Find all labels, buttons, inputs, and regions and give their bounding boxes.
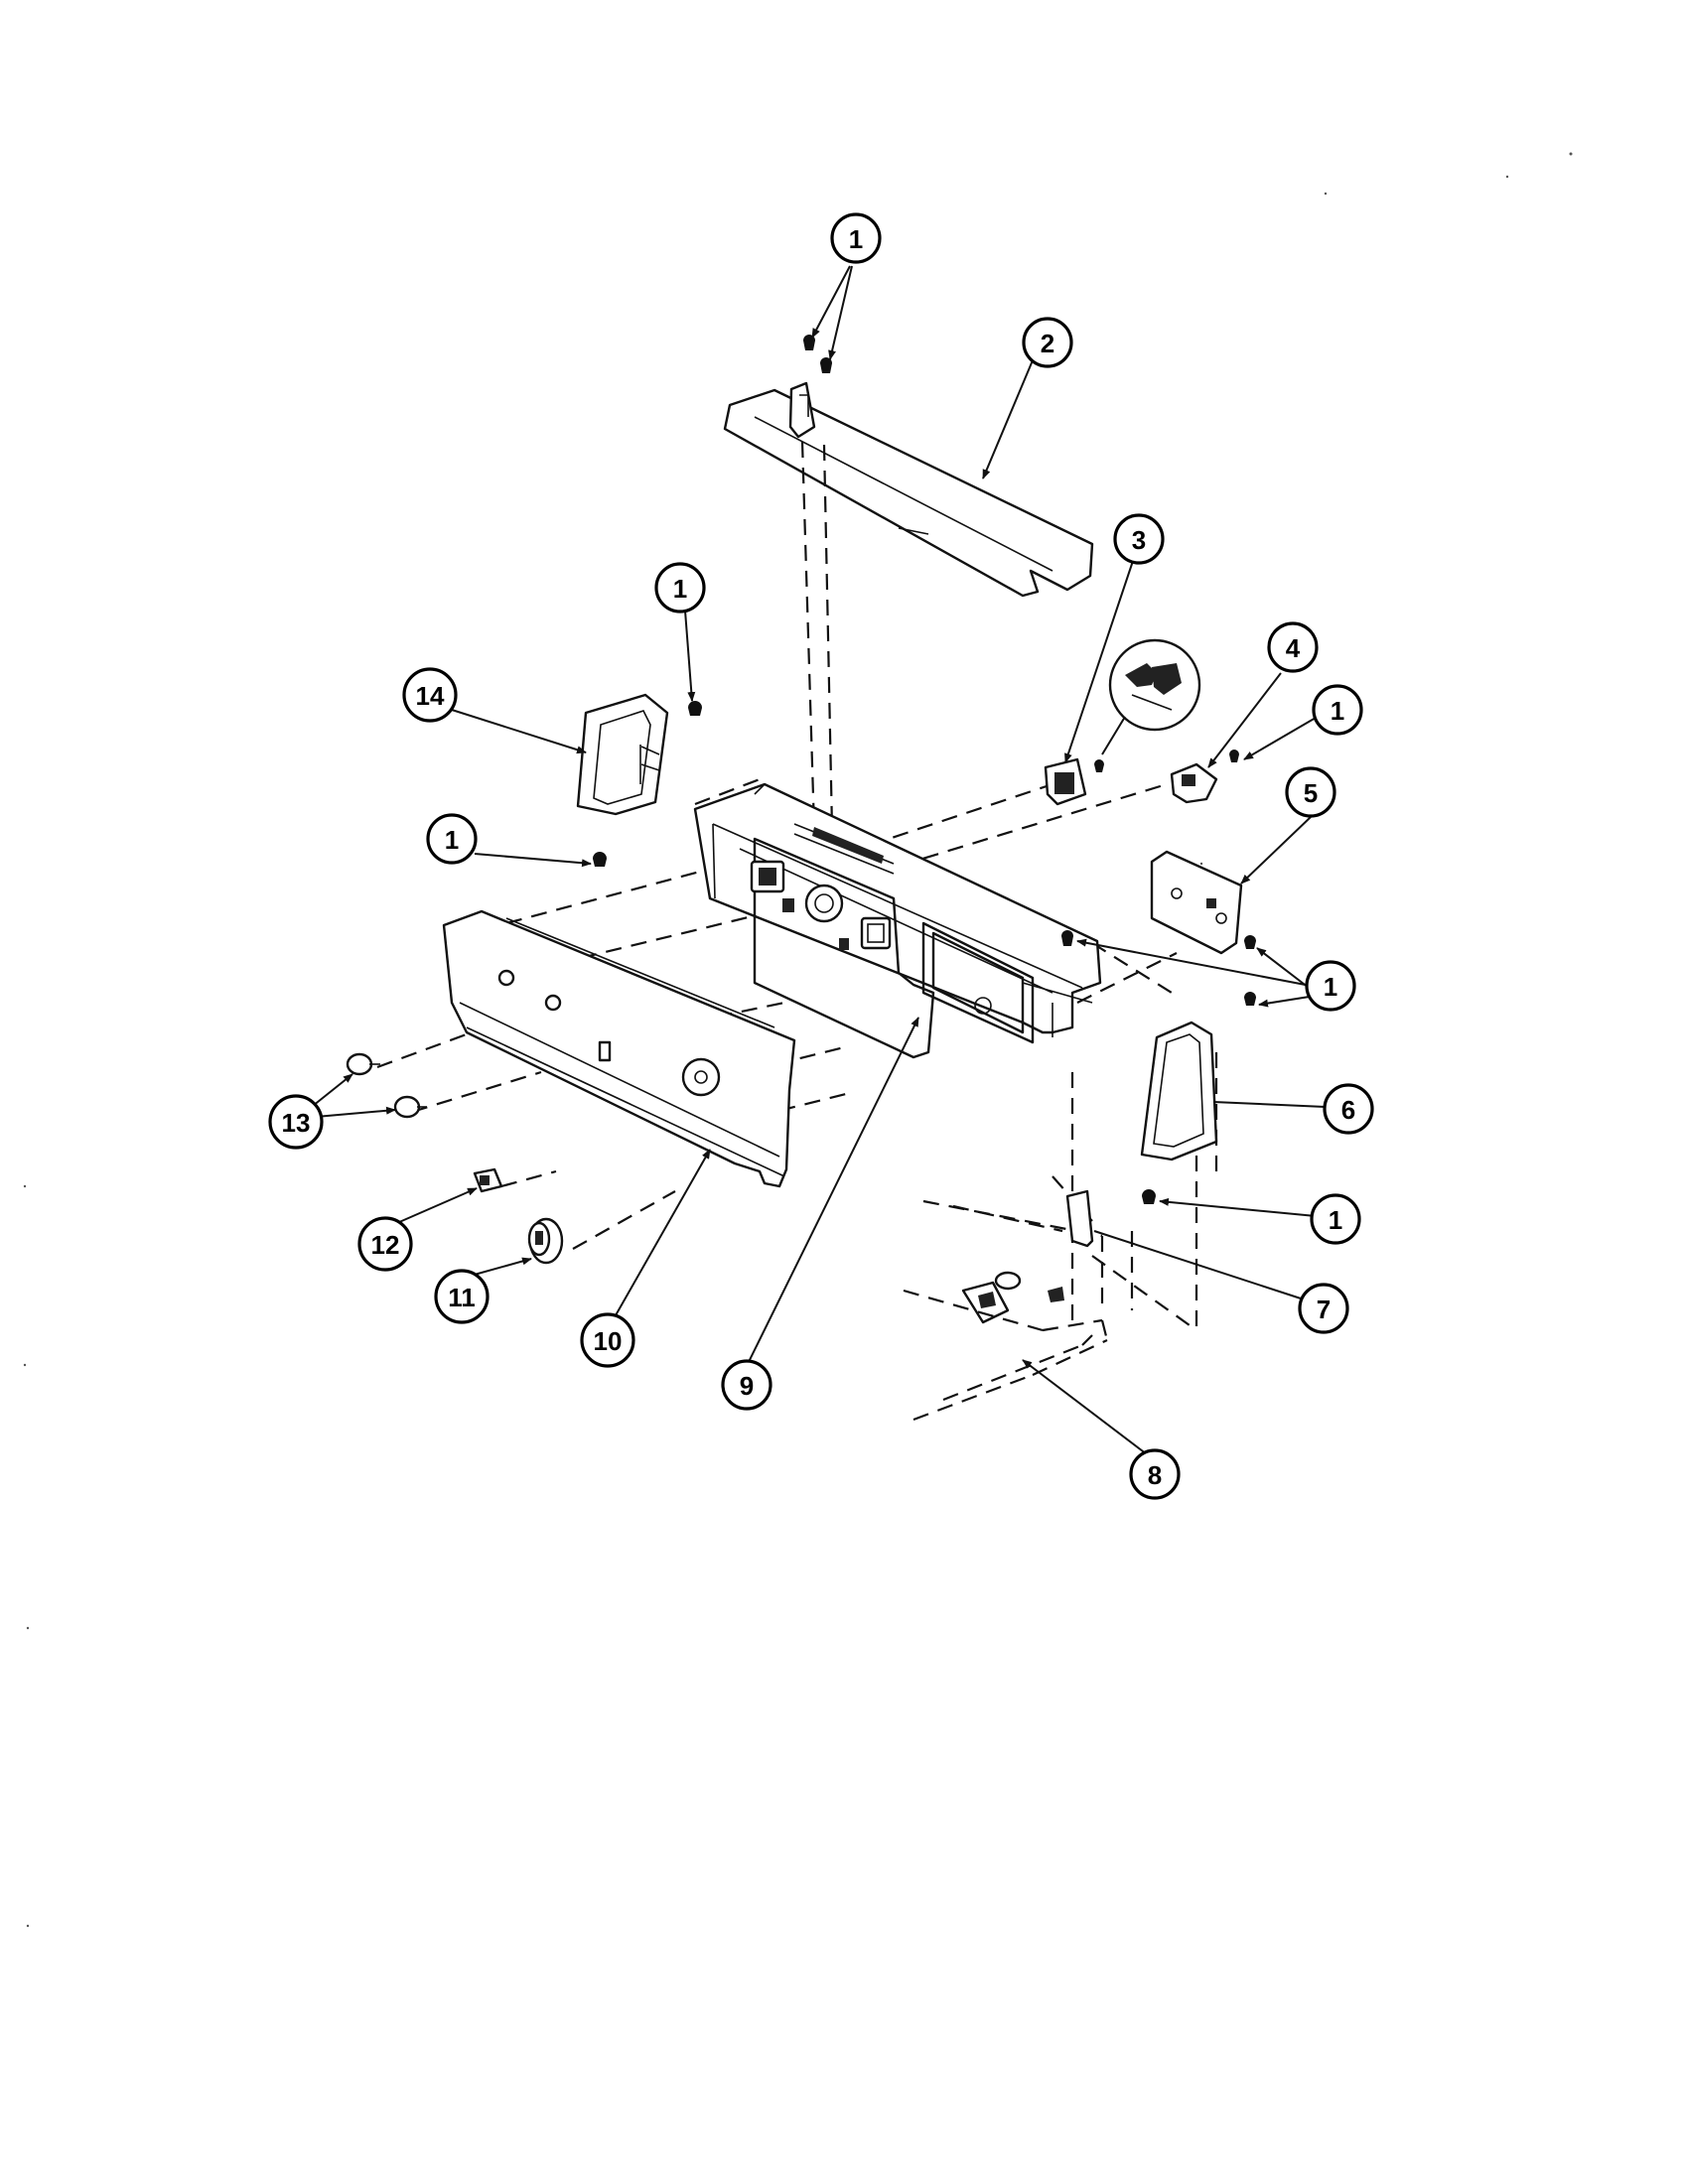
callout-c4: 4 <box>1267 621 1319 673</box>
callout-c11: 11 <box>434 1269 490 1324</box>
callout-label: 3 <box>1132 525 1146 555</box>
callout-c1c: 1 <box>1312 684 1363 736</box>
callout-label: 1 <box>445 825 459 855</box>
callout-c1d: 1 <box>426 813 478 865</box>
right-end-cap-part <box>1140 1021 1218 1161</box>
callout-label: 1 <box>1331 696 1344 726</box>
callout-c1e: 1 <box>1305 960 1356 1012</box>
right-bracket-part <box>1150 850 1243 955</box>
callout-c8: 8 <box>1129 1448 1181 1500</box>
callout-label: 12 <box>371 1230 400 1260</box>
top-cover-screws <box>803 335 832 373</box>
callout-label: 8 <box>1148 1460 1162 1490</box>
callout-label: 7 <box>1317 1295 1331 1324</box>
detail-bubble <box>1108 638 1201 732</box>
callout-label: 9 <box>740 1371 754 1401</box>
indicator-lamp-part <box>473 1167 503 1193</box>
scan-specks <box>23 152 1573 1928</box>
callout-label: 10 <box>594 1326 623 1356</box>
leader-lines <box>307 265 1327 1455</box>
callout-c6: 6 <box>1323 1083 1374 1135</box>
callout-label: 11 <box>448 1283 476 1312</box>
callout-label: 1 <box>673 574 687 604</box>
callout-label: 1 <box>1329 1205 1342 1235</box>
left-end-cap-part <box>576 693 669 816</box>
push-buttons-part <box>346 1052 427 1119</box>
callout-c3: 3 <box>1113 513 1165 565</box>
base-part <box>961 1271 1022 1324</box>
callout-label: 4 <box>1286 633 1301 663</box>
front-panel-part <box>442 909 796 1188</box>
callout-c13: 13 <box>268 1094 324 1150</box>
callout-label: 5 <box>1304 778 1318 808</box>
small-bracket-part <box>1048 1189 1094 1302</box>
control-console-part <box>693 782 1102 1059</box>
callout-c1b: 1 <box>654 562 706 614</box>
callout-label: 13 <box>282 1108 311 1138</box>
top-cover-part <box>723 381 1094 598</box>
callout-c2: 2 <box>1022 317 1073 368</box>
callout-c1f: 1 <box>1310 1193 1361 1245</box>
callout-c7: 7 <box>1298 1283 1349 1334</box>
callout-c1a: 1 <box>830 212 882 264</box>
callout-c14: 14 <box>402 667 458 723</box>
callout-label: 1 <box>849 224 863 254</box>
callout-c9: 9 <box>721 1359 772 1411</box>
callout-label: 14 <box>416 681 445 711</box>
callout-c10: 10 <box>580 1312 635 1368</box>
callout-c5: 5 <box>1285 766 1336 818</box>
timer-knob-part <box>527 1217 564 1265</box>
bracket-part <box>1170 750 1239 804</box>
switch-component-part <box>1044 757 1104 806</box>
callout-label: 2 <box>1041 329 1054 358</box>
callout-label: 6 <box>1341 1095 1355 1125</box>
callout-label: 1 <box>1324 972 1337 1002</box>
callout-c12: 12 <box>357 1216 413 1272</box>
